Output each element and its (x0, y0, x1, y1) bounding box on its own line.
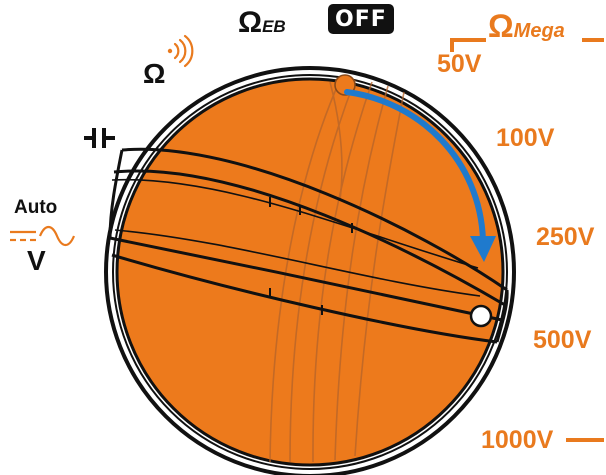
ohm-eb-label: ΩEB (238, 8, 286, 38)
range-50v-label: 50V (437, 50, 482, 78)
range-500v-label: 500V (533, 326, 592, 354)
ohm-label: Ω (143, 58, 166, 89)
ohm-eb-symbol: Ω (238, 6, 263, 39)
rotary-knob[interactable] (108, 74, 509, 467)
mega-ohm-symbol: Ω (488, 8, 514, 44)
ac-dc-wave-icon (10, 225, 76, 247)
range-250v-label: 250V (536, 223, 595, 251)
dial-bezel-inner (112, 74, 508, 470)
auto-label: Auto (14, 197, 58, 218)
mega-ohm-label: ΩMega (488, 10, 565, 42)
sound-waves-icon (167, 34, 194, 68)
mega-range-bracket (450, 38, 604, 52)
pointer-dot-icon (469, 304, 493, 328)
range-1000v-label: 1000V (481, 426, 554, 454)
clockwise-arrow-icon (344, 89, 496, 262)
ohm-eb-subscript: EB (262, 17, 286, 36)
off-position-label: OFF (328, 4, 394, 34)
volt-label: V (27, 245, 46, 276)
range-100v-label: 100V (496, 124, 555, 152)
mega-word: Mega (513, 20, 565, 42)
capacitor-icon (84, 128, 115, 148)
